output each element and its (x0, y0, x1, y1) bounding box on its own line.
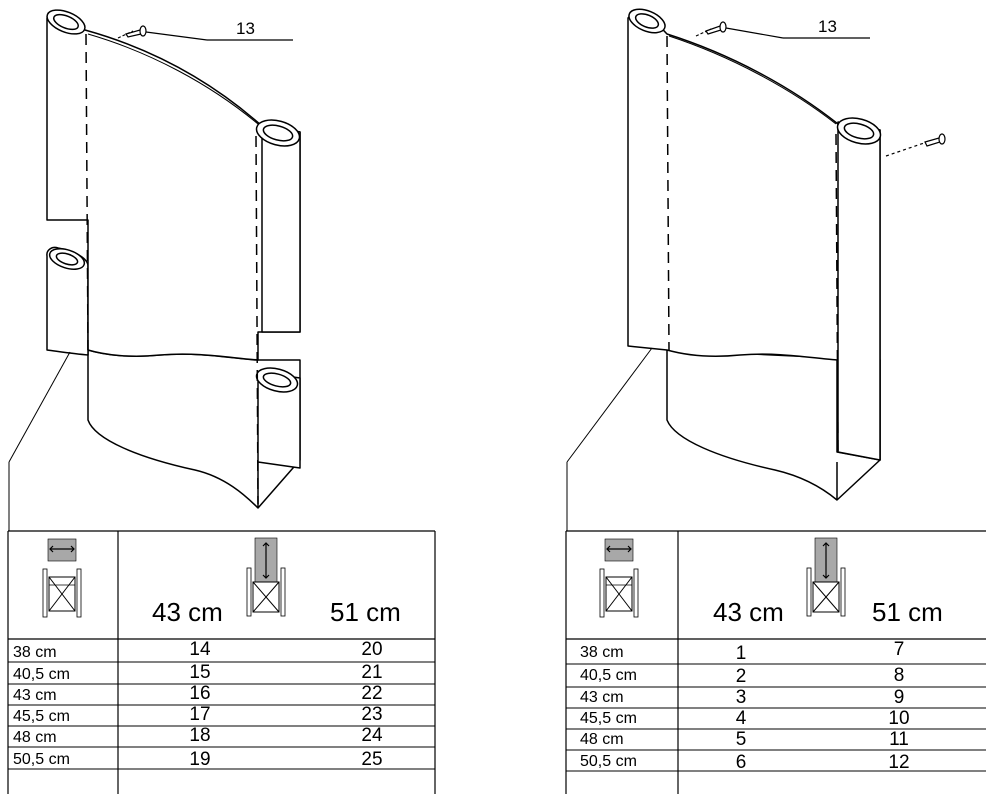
header-height-51-left: 51 cm (330, 597, 401, 627)
table-right-row-4-high: 10 (888, 708, 910, 729)
table-right-row-5-high: 11 (889, 729, 909, 750)
table-left-row-6-high: 25 (361, 749, 383, 770)
table-left-row-2-width: 40,5 cm (13, 666, 70, 683)
table-left-row-4-width: 45,5 cm (13, 708, 70, 725)
table-right-row-4-width: 45,5 cm (580, 710, 637, 727)
table-right-row-2-width: 40,5 cm (580, 667, 637, 684)
table-left-row-3-high: 22 (361, 683, 383, 704)
table-right-row-4-low: 4 (735, 708, 747, 729)
table-left-row-2-low: 15 (189, 662, 211, 683)
table-right-row-1-width: 38 cm (580, 644, 624, 661)
callout-13-left: 13 (236, 19, 255, 38)
table-right-grid (565, 530, 986, 794)
table-right-row-2-high: 8 (893, 665, 905, 686)
table-left-row-1-width: 38 cm (13, 644, 57, 661)
leader-line-right (566, 347, 653, 463)
table-right-row-3-high: 9 (893, 687, 905, 708)
callout-13-right: 13 (818, 17, 837, 36)
table-right-row-5-low: 5 (735, 729, 747, 750)
seat-width-icon-right (599, 538, 639, 618)
table-left-row-2-high: 21 (361, 662, 383, 683)
back-height-icon-left (246, 537, 286, 617)
table-left-row-4-low: 17 (189, 704, 211, 725)
table-left-row-5-width: 48 cm (13, 729, 57, 746)
table-right-row-1-high: 7 (893, 639, 905, 660)
table-right-row-1-low: 1 (735, 643, 747, 664)
header-height-51-right: 51 cm (872, 597, 943, 627)
header-height-43-left: 43 cm (152, 597, 223, 627)
backrest-left (46, 9, 301, 509)
table-left-row-3-low: 16 (189, 683, 211, 704)
backrest-right (627, 8, 882, 501)
table-right-row-6-high: 12 (888, 752, 910, 773)
table-left-row-4-high: 23 (361, 704, 383, 725)
table-right-row-3-low: 3 (735, 687, 747, 708)
screw-13-left (117, 25, 293, 41)
leader-line-left (8, 351, 71, 463)
table-right-row-6-width: 50,5 cm (580, 753, 637, 770)
screw-side-right (885, 133, 946, 157)
screw-13-right (695, 21, 870, 39)
table-left-grid (7, 530, 436, 794)
table-left-row-3-width: 43 cm (13, 687, 57, 704)
table-right-row-2-low: 2 (735, 666, 747, 687)
table-right-row-3-width: 43 cm (580, 689, 624, 706)
table-left-row-6-low: 19 (189, 749, 211, 770)
seat-width-icon-left (42, 538, 82, 618)
table-left-row-6-width: 50,5 cm (13, 751, 70, 768)
table-right-row-5-width: 48 cm (580, 731, 624, 748)
table-left-row-5-high: 24 (361, 725, 383, 746)
table-left-row-5-low: 18 (189, 725, 211, 746)
table-left-row-1-high: 20 (361, 639, 383, 660)
table-right-row-6-low: 6 (735, 752, 747, 773)
table-left-row-1-low: 14 (189, 639, 211, 660)
back-height-icon-right (806, 537, 846, 617)
header-height-43-right: 43 cm (713, 597, 784, 627)
